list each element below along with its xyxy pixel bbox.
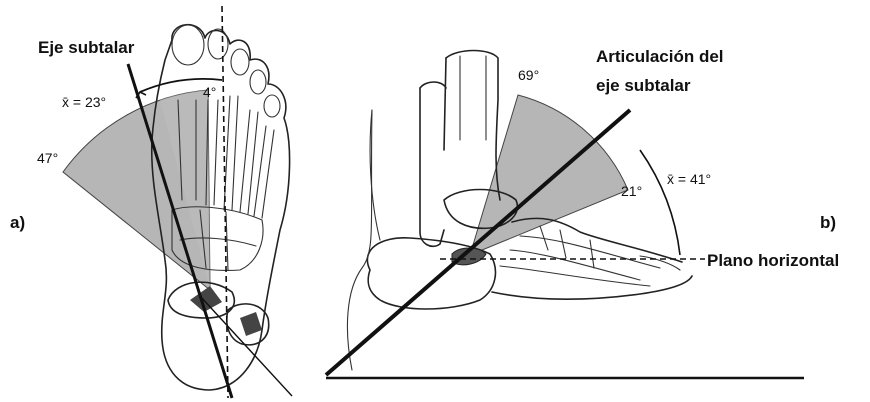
panel-b-axis-label-line1: Articulación del	[596, 47, 724, 66]
panel-b-label: b)	[820, 213, 836, 232]
panel-b-min-angle: 21°	[621, 183, 642, 199]
panel-a-foot-dorsal-view: Eje subtalar x̄ = 23° 4° 47° a)	[10, 6, 292, 398]
panel-a-label: a)	[10, 213, 25, 232]
panel-b-axis-label-line2: eje subtalar	[596, 76, 691, 95]
panel-a-talus-calcaneus	[168, 282, 269, 345]
panel-b-mean-arc	[640, 150, 680, 255]
panel-b-horizontal-label: Plano horizontal	[707, 251, 839, 270]
panel-b-tibia-fibula	[370, 51, 500, 247]
panel-a-heel-line	[200, 296, 292, 396]
panel-b-mean-angle: x̄ = 41°	[667, 171, 711, 187]
panel-b-ankle-lateral-view: Articulación del eje subtalar 69° 21° x̄…	[326, 47, 839, 378]
panel-a-min-angle: 4°	[203, 84, 216, 100]
panel-b-max-angle: 69°	[518, 67, 539, 83]
panel-a-talus-dark	[190, 286, 222, 312]
panel-a-mean-angle: x̄ = 23°	[62, 94, 106, 110]
panel-a-max-angle: 47°	[37, 150, 58, 166]
panel-a-midline-dashed	[222, 6, 228, 398]
panel-a-axis-label: Eje subtalar	[38, 38, 135, 57]
panel-a-calcaneus-dark	[240, 312, 262, 336]
panel-b-leg-outline	[347, 110, 372, 370]
